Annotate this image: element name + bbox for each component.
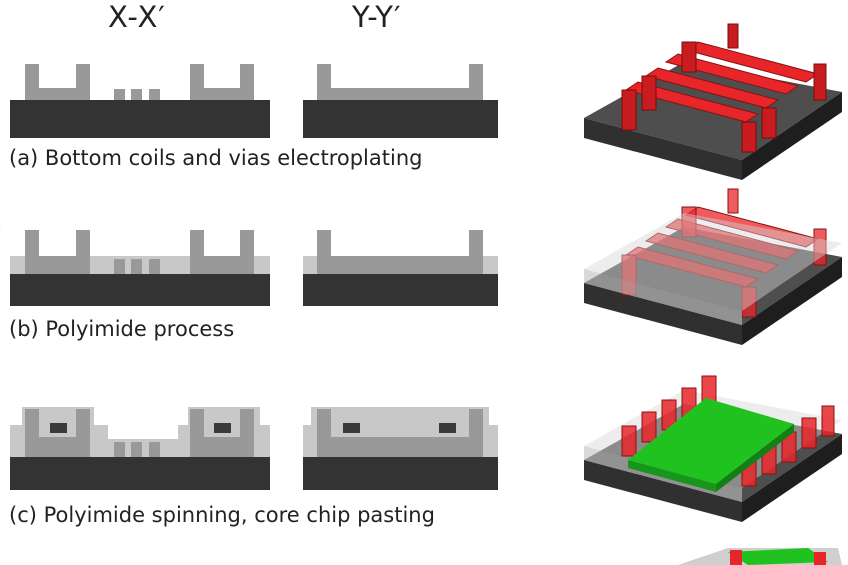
step-a-3d-view (584, 23, 842, 180)
step-b-yy-section (303, 230, 498, 306)
step-d-3d-view-partial (678, 548, 842, 565)
step-b-xx-section (10, 230, 270, 306)
arrow-marker-icon (0, 226, 1, 228)
step-c-yy-section (303, 407, 498, 490)
header-xx: X-X′ (108, 0, 166, 34)
step-a-caption: (a) Bottom coils and vias electroplating (9, 146, 423, 170)
header-yy: Y-Y′ (352, 0, 402, 34)
step-b-3d-view (584, 188, 842, 345)
step-a-xx-section (10, 64, 270, 138)
step-c-caption: (c) Polyimide spinning, core chip pastin… (9, 503, 435, 527)
step-a-yy-section (303, 64, 498, 138)
step-c-3d-view (584, 375, 842, 522)
step-c-xx-section (10, 407, 270, 490)
step-b-caption: (b) Polyimide process (9, 317, 235, 341)
